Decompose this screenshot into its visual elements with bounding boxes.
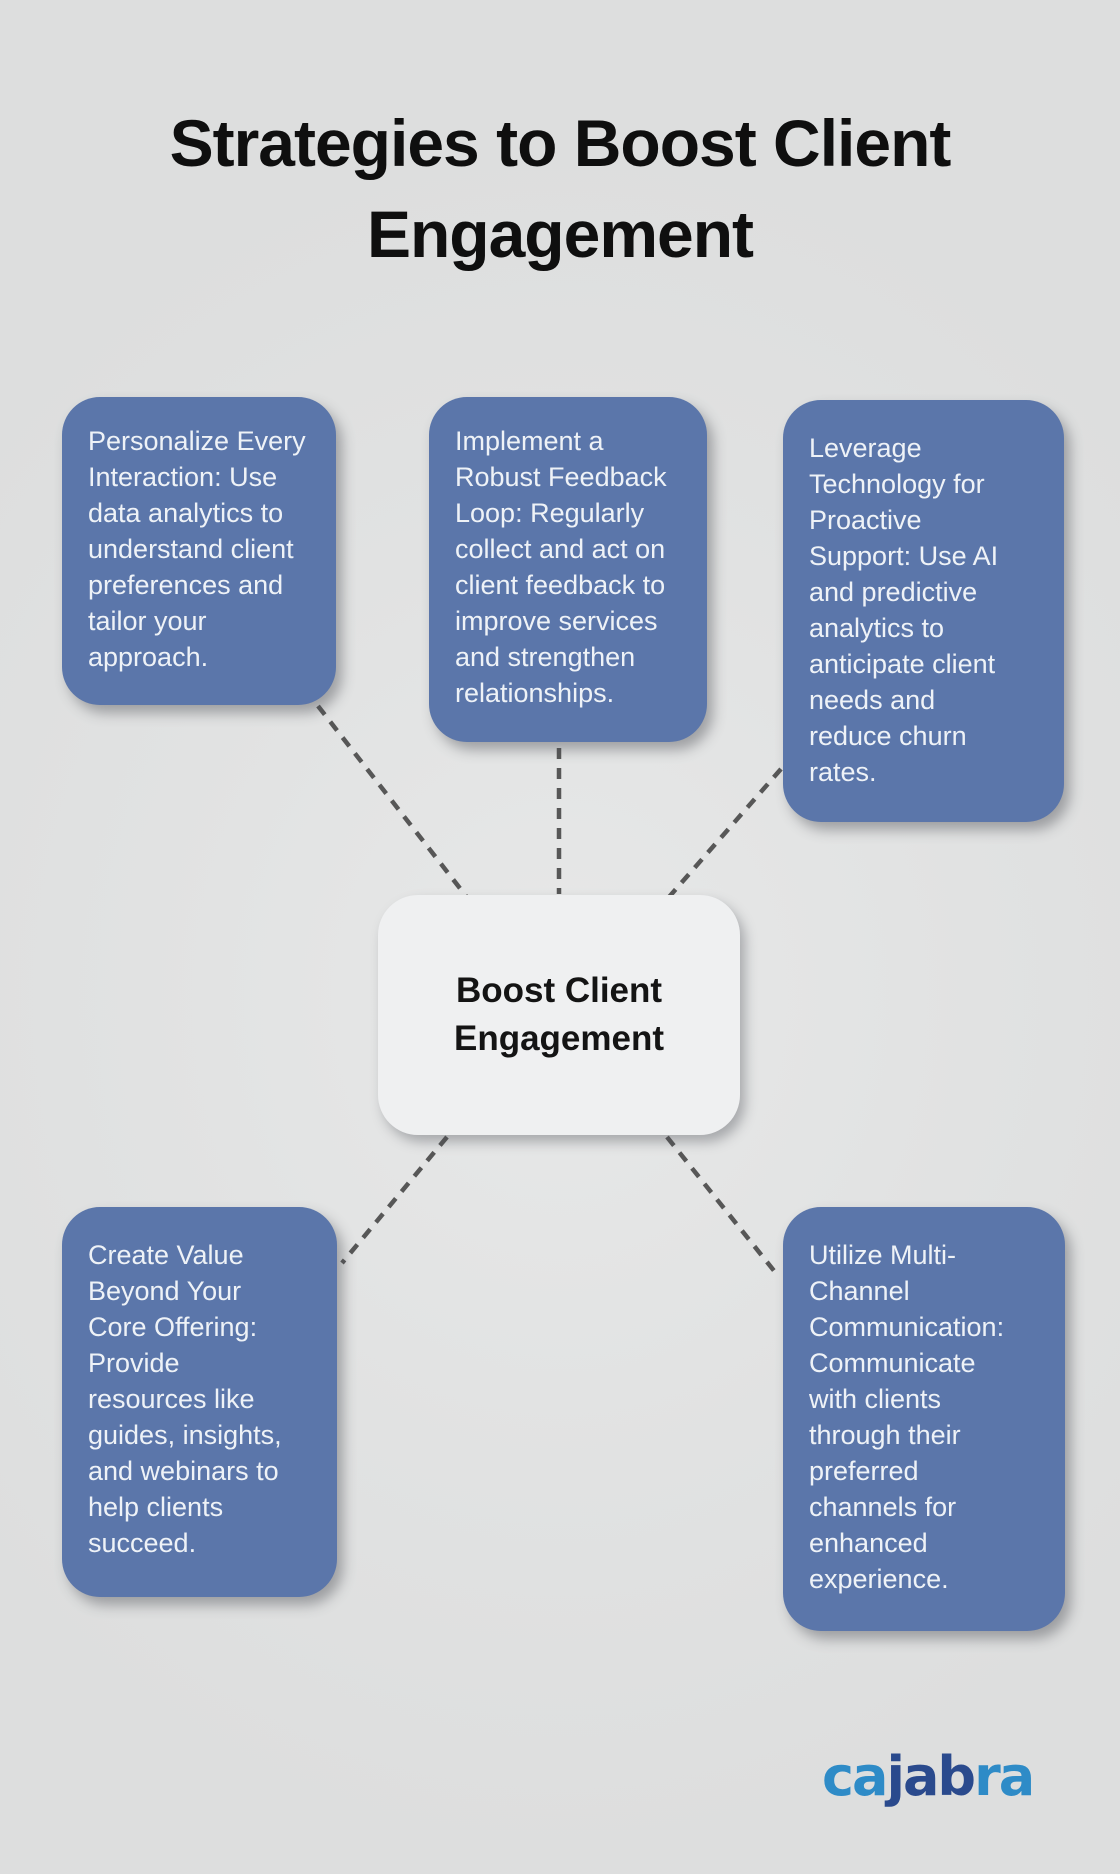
page-title: Strategies to Boost Client Engagement xyxy=(169,106,952,271)
logo-segment-ra: ra xyxy=(974,1745,1035,1808)
strategy-card-create-value: Create Value Beyond Your Core Offering: … xyxy=(62,1207,337,1597)
strategy-card-multi-channel: Utilize Multi- Channel Communication: Co… xyxy=(783,1207,1065,1631)
logo-segment-jab: jab xyxy=(886,1745,976,1808)
central-topic-node: Boost Client Engagement xyxy=(378,895,740,1135)
strategy-card-personalize: Personalize Every Interaction: Use data … xyxy=(62,397,336,705)
connector-bottom-left xyxy=(340,1135,449,1265)
cajabra-logo: cajabra xyxy=(822,1750,1035,1804)
logo-segment-ca: ca xyxy=(822,1745,888,1808)
connector-bottom-right xyxy=(665,1135,781,1279)
strategy-card-feedback-loop: Implement a Robust Feedback Loop: Regula… xyxy=(429,397,707,742)
connector-top-left xyxy=(316,704,468,898)
strategy-card-technology: Leverage Technology for Proactive Suppor… xyxy=(783,400,1064,822)
connector-top-right xyxy=(667,767,783,899)
